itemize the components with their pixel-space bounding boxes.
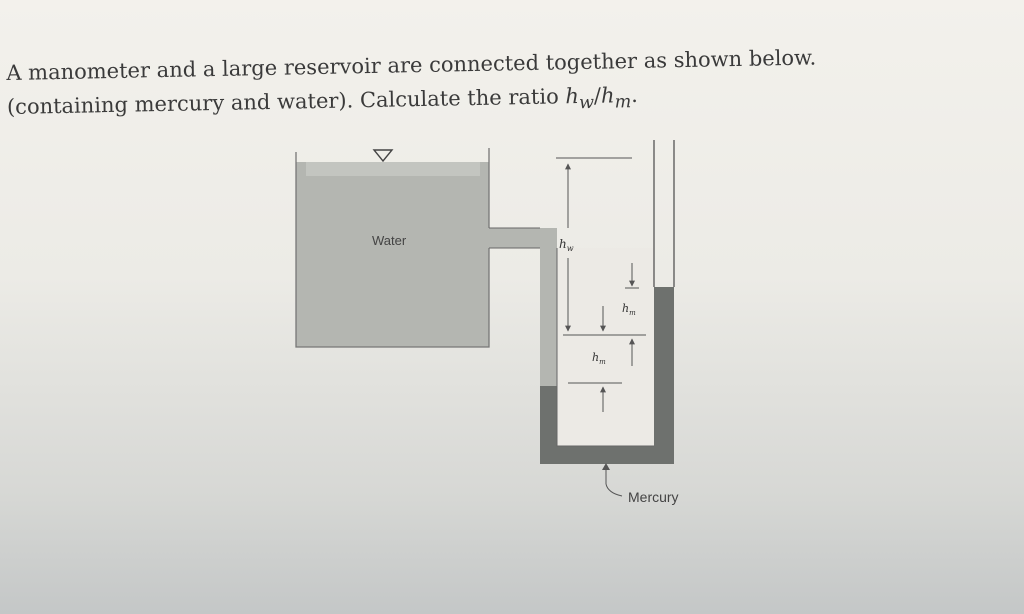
u-bottom-mercury (540, 446, 674, 464)
hm-right-label: hm (622, 302, 636, 317)
mercury-label: Mercury (628, 489, 679, 505)
left-tube-water (540, 228, 557, 386)
reservoir-water-surface (306, 162, 480, 176)
water-label: Water (372, 233, 407, 248)
mercury-leader-hook (605, 483, 623, 497)
hw-label: hw (559, 237, 574, 253)
hm-left-label: hm (592, 351, 606, 366)
reservoir-outline (295, 148, 490, 348)
free-surface-triangle-icon (372, 149, 394, 163)
left-tube-mercury (540, 386, 557, 464)
left-tube-outline (556, 248, 654, 447)
pipe-outline (489, 227, 540, 249)
mercury-leader-arrowhead (602, 463, 610, 470)
u-inner-space (557, 248, 654, 446)
right-tube-mercury (654, 287, 674, 464)
reservoir-water (296, 162, 489, 347)
right-tube-outline (653, 140, 675, 287)
